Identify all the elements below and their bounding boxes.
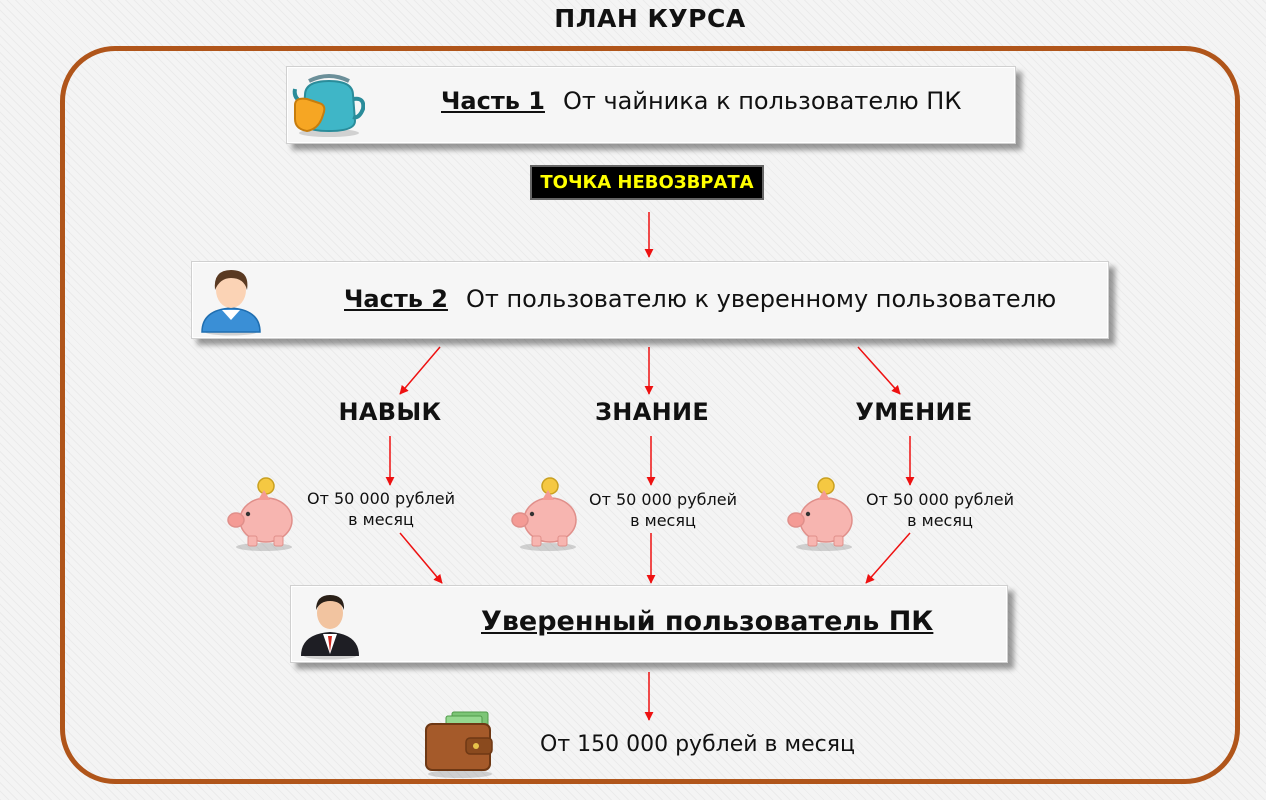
income-skill-line2: в месяц xyxy=(348,510,414,529)
income-skill: От 50 000 рублей в месяц xyxy=(296,488,466,530)
businessman-icon xyxy=(301,595,359,660)
income-ability: От 50 000 рублей в месяц xyxy=(855,489,1025,531)
part1-label: Часть 1 От чайника к пользователю ПК xyxy=(441,87,961,115)
final-income: От 150 000 рублей в месяц xyxy=(540,732,855,757)
part1-part-label: Часть 1 xyxy=(441,87,545,115)
part1-box: Часть 1 От чайника к пользователю ПК xyxy=(286,66,1016,144)
piggy-bank-icon xyxy=(787,477,853,551)
arrow-part2-to-skill xyxy=(399,346,441,395)
user-icon xyxy=(201,270,261,336)
branch-knowledge-label: ЗНАНИЕ xyxy=(594,398,710,426)
part2-part-label: Часть 2 xyxy=(344,285,448,313)
part2-text: От пользователю к уверенному пользовател… xyxy=(465,285,1057,313)
income-knowledge: От 50 000 рублей в месяц xyxy=(578,489,748,531)
income-ability-line2: в месяц xyxy=(907,511,973,530)
piggy-bank-icon xyxy=(511,477,577,551)
arrow-part2-to-ability xyxy=(857,346,901,395)
income-ability-line1: От 50 000 рублей xyxy=(865,490,1015,509)
income-knowledge-line2: в месяц xyxy=(630,511,696,530)
final-box: Уверенный пользователь ПК xyxy=(290,585,1008,663)
part1-text: От чайника к пользователю ПК xyxy=(562,87,962,115)
wallet-icon xyxy=(425,711,493,778)
teapot-icon xyxy=(292,74,365,137)
final-label: Уверенный пользователь ПК xyxy=(481,606,934,637)
arrow-income1-to-final xyxy=(399,532,443,584)
page-title: ПЛАН КУРСА xyxy=(554,4,746,33)
branch-ability-label: УМЕНИЕ xyxy=(855,398,973,426)
part2-box: Часть 2 От пользователю к уверенному поль… xyxy=(191,261,1109,339)
part2-label: Часть 2 От пользователю к уверенному поль… xyxy=(344,285,1056,313)
income-skill-line1: От 50 000 рублей xyxy=(306,489,456,508)
piggy-bank-icon xyxy=(227,477,293,551)
arrow-income3-to-final xyxy=(865,532,911,584)
course-plan-frame xyxy=(60,46,1240,784)
income-knowledge-line1: От 50 000 рублей xyxy=(588,490,738,509)
branch-skill-label: НАВЫК xyxy=(338,398,442,426)
point-of-no-return-badge: ТОЧКА НЕВОЗВРАТА xyxy=(530,165,764,200)
